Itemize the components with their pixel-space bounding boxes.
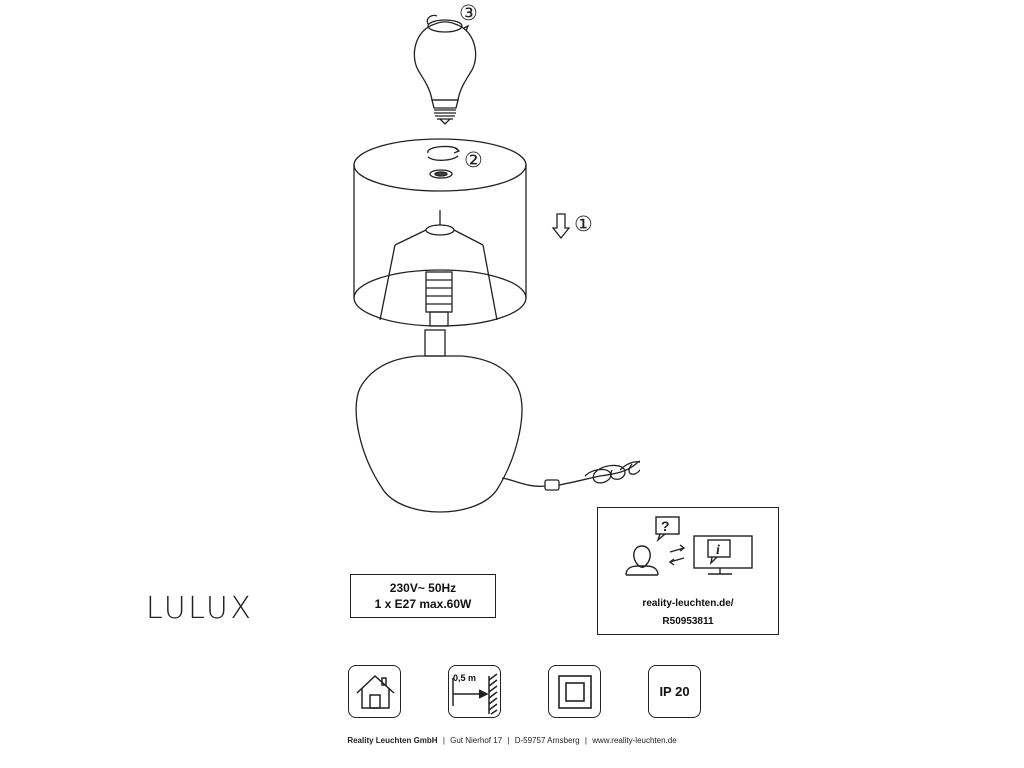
website-link[interactable]: www.reality-leuchten.de [592,736,677,745]
distance-to-wall-icon [452,673,498,715]
svg-text:i: i [716,543,720,558]
electrical-specs-box: 230V~ 50Hz 1 x E27 max.60W [350,574,496,618]
address-city: D-59757 Arnsberg [514,736,580,745]
step-1-label: ① [574,212,593,236]
support-info-box: ? i reality-leuchten.de/ R50953811 [597,507,779,635]
support-illustration: ? i [625,516,753,576]
distance-label: 0,5 m [453,673,477,683]
person-icon [625,545,659,576]
product-code: R50953811 [662,616,714,627]
support-url[interactable]: reality-leuchten.de/ [642,598,734,609]
svg-text:?: ? [661,518,670,534]
address-street: Gut Nierhof 17 [450,736,503,745]
step-3-label: ③ [459,1,478,25]
monitor-icon [693,535,753,575]
question-bubble-icon [655,516,680,543]
footer-separator: | [442,736,445,745]
house-icon [356,674,395,709]
minimum-distance-symbol: 0,5 m [448,665,501,718]
indoor-use-symbol [348,665,401,718]
down-arrow-icon [551,213,571,240]
step-2-label: ② [464,148,483,172]
voltage-spec: 230V~ 50Hz [389,581,457,595]
footer-separator: | [507,736,510,745]
footer-separator: | [584,736,587,745]
protection-class-ii-icon [558,675,592,709]
lamp-shade-icon [353,138,527,327]
footer: Reality Leuchten GmbH | Gut Nierhof 17 |… [0,736,1024,745]
exchange-arrows-icon [668,544,686,566]
bulb-spec: 1 x E27 max.60W [374,597,472,611]
protection-class-symbol [548,665,601,718]
ip-rating-label: IP 20 [659,684,690,699]
lamp-assembly-drawing [353,14,640,513]
brand-logo: LULUX [146,591,254,626]
light-bulb-icon [413,14,477,125]
company-name: Reality Leuchten GmbH [347,736,438,745]
ip-rating-symbol: IP 20 [648,665,701,718]
lamp-base-icon [355,329,640,513]
lamp-socket-icon [425,271,453,327]
